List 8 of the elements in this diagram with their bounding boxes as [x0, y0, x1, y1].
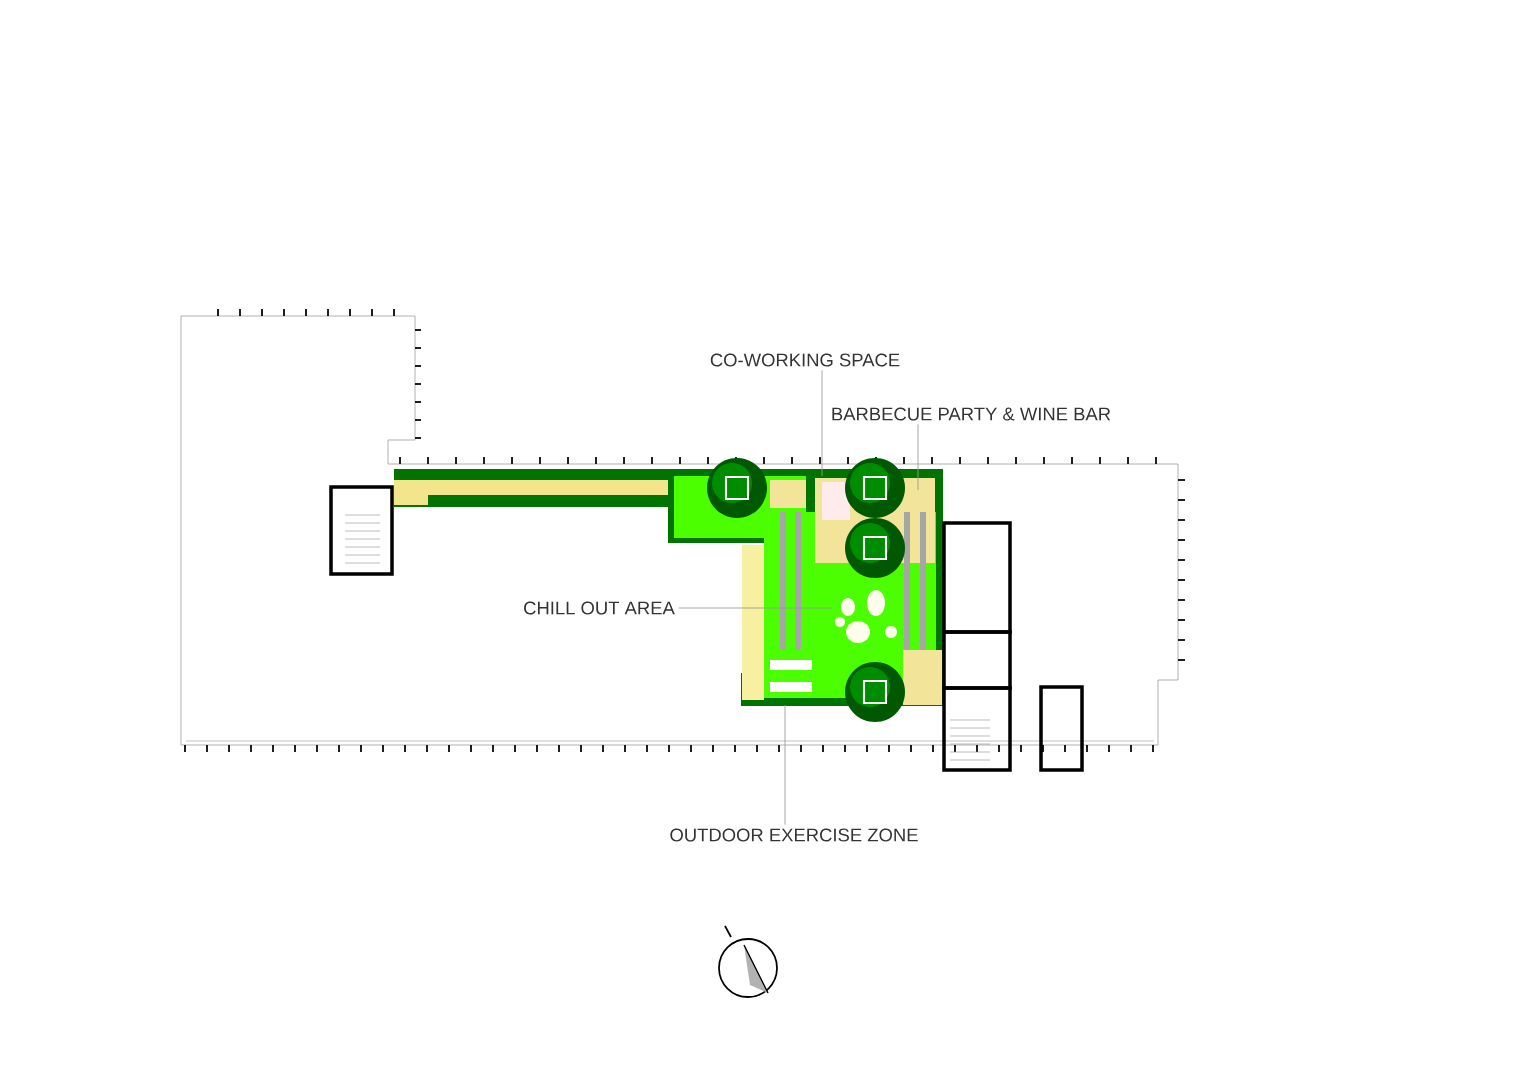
leader-line [917, 423, 919, 491]
area-label: CHILL OUT AREA [524, 601, 675, 615]
leader-line [678, 607, 833, 609]
leader-line [784, 704, 786, 826]
area-label: CO-WORKING SPACE [710, 353, 900, 367]
leader-line [821, 369, 823, 477]
area-label: OUTDOOR EXERCISE ZONE [670, 828, 918, 842]
area-label: BARBECUE PARTY & WINE BAR [832, 407, 1111, 421]
